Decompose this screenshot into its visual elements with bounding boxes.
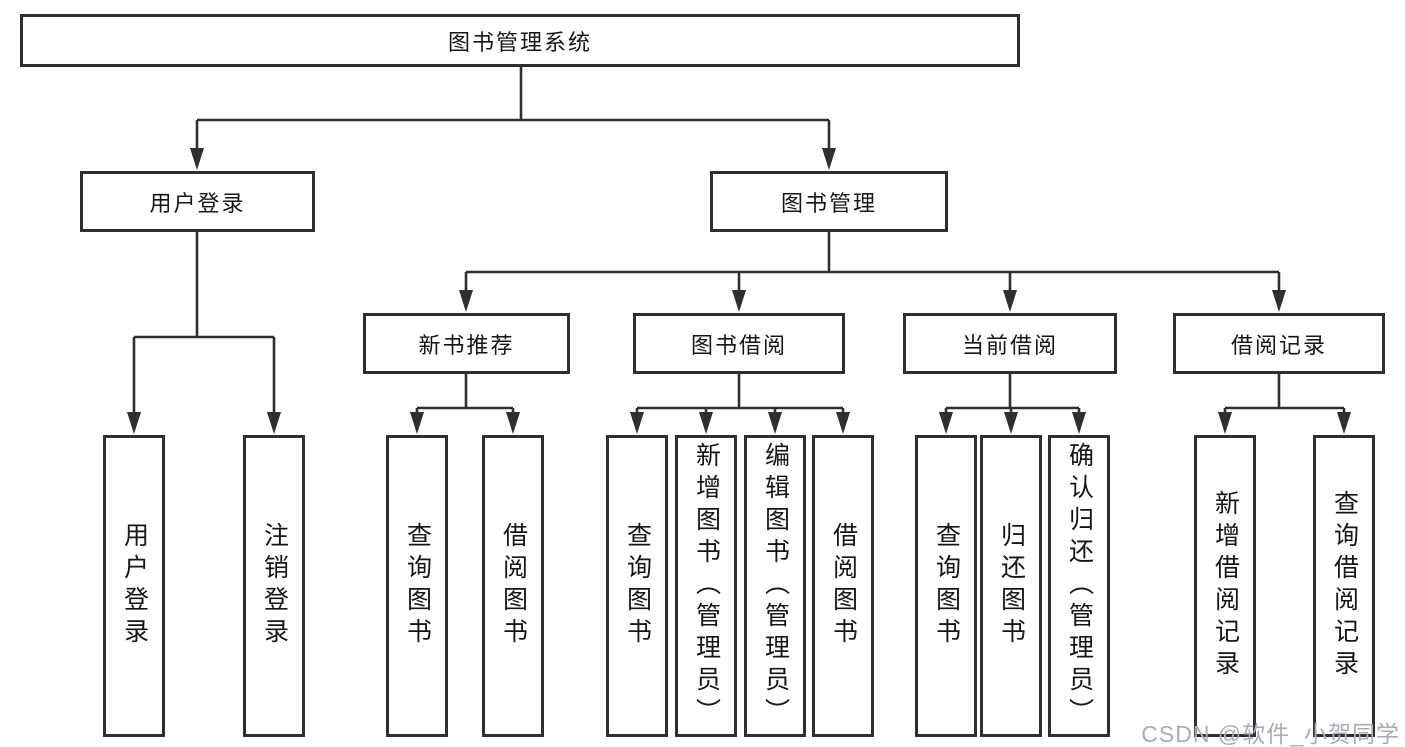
leaf-records-query-record: 查询借阅记录 [1313, 435, 1375, 737]
node-current-borrow-label: 当前借阅 [961, 332, 1058, 358]
leaf-records-query-record-label: 查询借阅记录 [1330, 490, 1359, 682]
node-borrow-records: 借阅记录 [1173, 313, 1385, 374]
node-book-management: 图书管理 [710, 171, 948, 232]
leaf-borrow-edit-book-admin-label: 编辑图书（管理员） [761, 442, 790, 730]
leaf-borrow-borrow-book-label: 借阅图书 [829, 522, 858, 650]
node-current-borrow: 当前借阅 [903, 313, 1117, 374]
connector-book-mgmt-children [459, 232, 1286, 312]
node-book-borrow: 图书借阅 [633, 313, 845, 374]
leaf-records-add-record: 新增借阅记录 [1194, 435, 1256, 737]
leaf-logout: 注销登录 [243, 435, 305, 737]
connector-user-login-children [127, 232, 281, 434]
leaf-current-query-book: 查询图书 [915, 435, 977, 737]
connector-borrow-records-children [1218, 374, 1351, 434]
node-root-label: 图书管理系统 [447, 29, 592, 55]
node-borrow-records-label: 借阅记录 [1230, 332, 1327, 358]
leaf-current-return-book-label: 归还图书 [997, 522, 1026, 650]
leaf-current-confirm-return-admin: 确认归还（管理员） [1048, 435, 1110, 737]
node-book-borrow-label: 图书借阅 [690, 332, 787, 358]
node-root: 图书管理系统 [20, 14, 1020, 67]
leaf-borrow-edit-book-admin: 编辑图书（管理员） [744, 435, 806, 737]
leaf-borrow-borrow-book: 借阅图书 [812, 435, 874, 737]
node-new-book-recommend: 新书推荐 [363, 313, 570, 374]
leaf-logout-label: 注销登录 [260, 522, 289, 650]
leaf-borrow-query-book-label: 查询图书 [623, 522, 652, 650]
leaf-recommend-query-book: 查询图书 [386, 435, 448, 737]
connector-root-to-level2 [190, 67, 836, 170]
leaf-borrow-add-book-admin-label: 新增图书（管理员） [692, 442, 721, 730]
leaf-current-return-book: 归还图书 [980, 435, 1042, 737]
leaf-current-confirm-return-admin-label: 确认归还（管理员） [1065, 442, 1094, 730]
node-new-book-recommend-label: 新书推荐 [418, 332, 515, 358]
node-user-login: 用户登录 [80, 171, 315, 232]
leaf-borrow-add-book-admin: 新增图书（管理员） [675, 435, 737, 737]
connector-new-book-rec-children [410, 374, 520, 434]
leaf-user-login-label: 用户登录 [120, 522, 149, 650]
leaf-user-login: 用户登录 [103, 435, 165, 737]
watermark-csdn: CSDN @软件_小贺同学 [1141, 721, 1400, 747]
leaf-current-query-book-label: 查询图书 [932, 522, 961, 650]
leaf-recommend-query-book-label: 查询图书 [403, 522, 432, 650]
connector-book-borrow-children [630, 374, 850, 434]
node-book-management-label: 图书管理 [780, 190, 877, 216]
leaf-recommend-borrow-book-label: 借阅图书 [499, 522, 528, 650]
node-user-login-label: 用户登录 [149, 190, 246, 216]
leaf-records-add-record-label: 新增借阅记录 [1211, 490, 1240, 682]
connector-current-borrow-children [939, 374, 1086, 434]
leaf-recommend-borrow-book: 借阅图书 [482, 435, 544, 737]
leaf-borrow-query-book: 查询图书 [606, 435, 668, 737]
